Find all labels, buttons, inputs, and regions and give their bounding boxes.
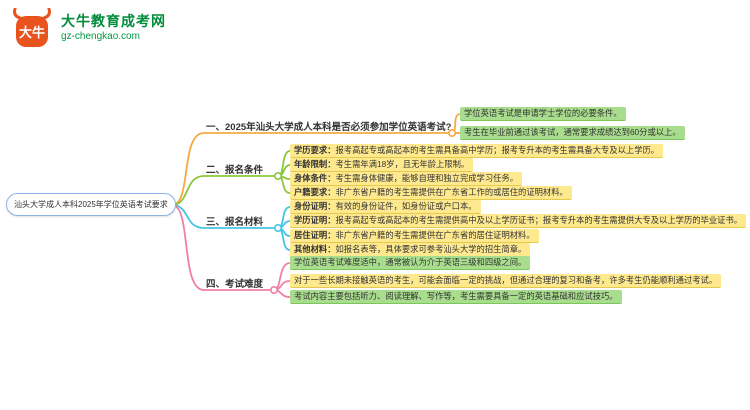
leaf-text: 学位英语考试是申请学士学位的必要条件。 — [464, 108, 622, 118]
branch-3-item-3[interactable]: 居住证明：非广东省户籍的考生需提供在广东省的居住证明材料。 — [290, 229, 539, 243]
leaf-label: 居住证明： — [294, 230, 336, 240]
leaf-label: 身份证明： — [294, 201, 336, 211]
branch-2-item-1[interactable]: 学历要求：报考高起专或高起本的考生需具备高中学历；报考专升本的考生需具备大专及以… — [290, 144, 664, 158]
branch-4-item-1[interactable]: 学位英语考试难度适中，通常被认为介于英语三级和四级之间。 — [290, 256, 531, 270]
leaf-text: 考生需年满18岁，且无年龄上限制。 — [335, 159, 470, 169]
leaf-label: 学历要求： — [294, 145, 336, 155]
branch-1-label[interactable]: 一、2025年汕头大学成人本科是否必须参加学位英语考试? — [206, 122, 452, 133]
leaf-label: 户籍要求： — [294, 187, 336, 197]
leaf-text: 如报名表等，具体要求可参考汕头大学的招生简章。 — [335, 244, 527, 254]
leaf-text: 非广东省户籍的考生需提供在广东省的居住证明材料。 — [335, 230, 535, 240]
site-logo[interactable]: 大牛 大牛教育成考网 gz-chengkao.com — [10, 8, 166, 50]
leaf-text: 学位英语考试难度适中，通常被认为介于英语三级和四级之间。 — [294, 257, 527, 267]
leaf-text: 对于一些长期未接触英语的考生，可能会面临一定的挑战，但通过合理的复习和备考，许多… — [294, 275, 718, 285]
leaf-text: 考生在毕业前通过该考试，通常要求成绩达到60分或以上。 — [464, 127, 681, 137]
branch-2-label[interactable]: 二、报名条件 — [206, 165, 264, 176]
branch-2-item-2[interactable]: 年龄限制：考生需年满18岁，且无年龄上限制。 — [290, 158, 474, 172]
branch-3-label[interactable]: 三、报名材料 — [206, 217, 264, 228]
leaf-label: 学历证明： — [294, 215, 336, 225]
branch-3-item-1[interactable]: 身份证明：有效的身份证件，如身份证或户口本。 — [290, 200, 481, 214]
logo-text-block: 大牛教育成考网 gz-chengkao.com — [61, 8, 166, 43]
leaf-text: 报考高起专或高起本的考生需提供高中及以上学历证书；报考专升本的考生需提供大专及以… — [335, 215, 743, 225]
leaf-text: 非广东省户籍的考生需提供在广东省工作的或居住的证明材料。 — [335, 187, 568, 197]
bull-logo-text: 大牛 — [19, 25, 45, 40]
branch-1-item-2[interactable]: 考生在毕业前通过该考试，通常要求成绩达到60分或以上。 — [460, 126, 685, 140]
leaf-label: 其他材料： — [294, 244, 336, 254]
leaf-label: 年龄限制： — [294, 159, 336, 169]
branch-1-item-1[interactable]: 学位英语考试是申请学士学位的必要条件。 — [460, 107, 626, 121]
bull-logo-icon: 大牛 — [13, 8, 51, 47]
branch-2-item-4[interactable]: 户籍要求：非广东省户籍的考生需提供在广东省工作的或居住的证明材料。 — [290, 186, 572, 200]
branch-3-item-4[interactable]: 其他材料：如报名表等，具体要求可参考汕头大学的招生简章。 — [290, 243, 531, 257]
leaf-text: 报考高起专或高起本的考生需具备高中学历；报考专升本的考生需具备大专及以上学历。 — [335, 145, 660, 155]
branch-4-item-2[interactable]: 对于一些长期未接触英语的考生，可能会面临一定的挑战，但通过合理的复习和备考，许多… — [290, 274, 722, 288]
leaf-text: 考生需身体健康，能够自理和独立完成学习任务。 — [335, 173, 519, 183]
branch-3-item-2[interactable]: 学历证明：报考高起专或高起本的考生需提供高中及以上学历证书；报考专升本的考生需提… — [290, 214, 747, 228]
leaf-label: 身体条件： — [294, 173, 336, 183]
site-domain: gz-chengkao.com — [61, 31, 140, 42]
leaf-text: 考试内容主要包括听力、阅读理解、写作等，考生需要具备一定的英语基础和应试技巧。 — [294, 291, 618, 301]
central-topic-node[interactable]: 汕头大学成人本科2025年学位英语考试要求 — [6, 193, 176, 216]
branch-2-item-3[interactable]: 身体条件：考生需身体健康，能够自理和独立完成学习任务。 — [290, 172, 523, 186]
site-name: 大牛教育成考网 — [61, 13, 166, 29]
branch-4-label[interactable]: 四、考试难度 — [206, 279, 264, 290]
leaf-text: 有效的身份证件，如身份证或户口本。 — [335, 201, 477, 211]
branch-4-item-3[interactable]: 考试内容主要包括听力、阅读理解、写作等，考生需要具备一定的英语基础和应试技巧。 — [290, 290, 622, 304]
